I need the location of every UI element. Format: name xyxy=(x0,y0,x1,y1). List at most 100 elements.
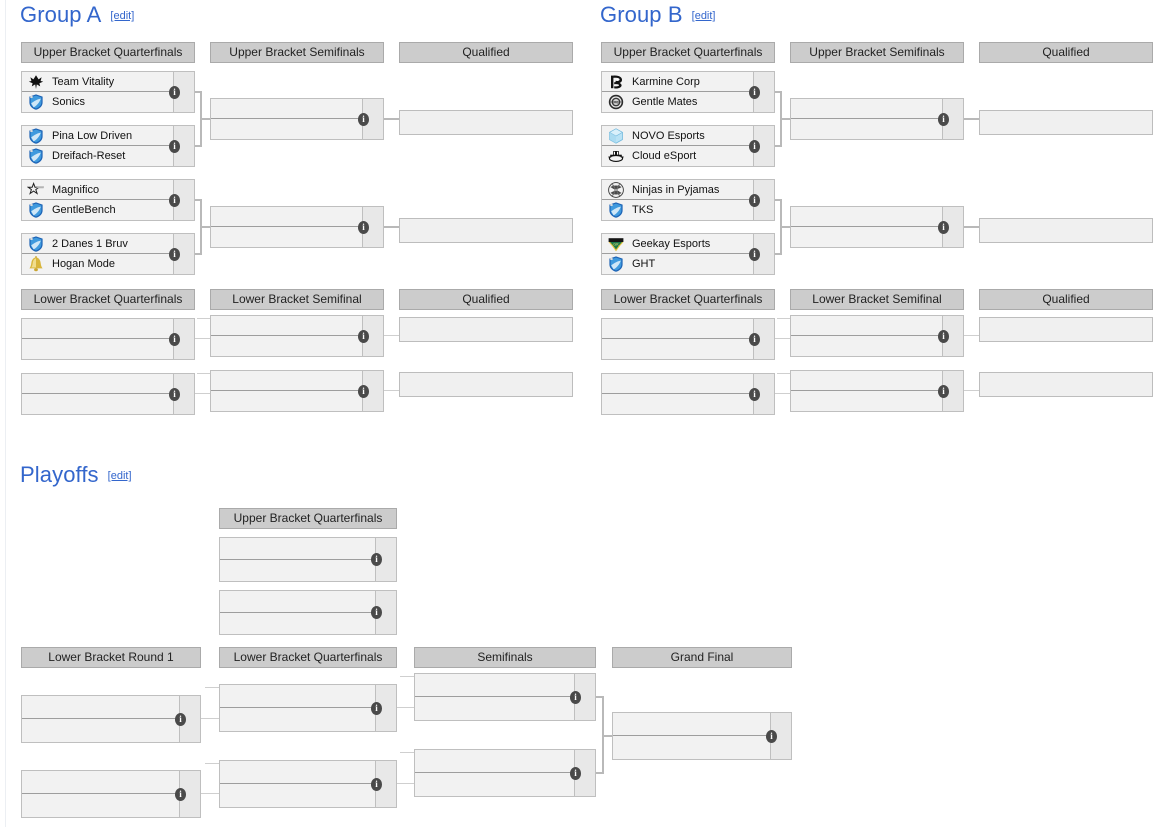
group-a-ub-qualified-header[interactable]: Qualified xyxy=(399,42,573,63)
group-b-ub-qualified-1[interactable] xyxy=(979,110,1153,135)
match-info-icon[interactable]: i xyxy=(570,766,581,780)
playoffs-lbqf-match-2[interactable] xyxy=(219,760,397,808)
match-info-icon[interactable]: i xyxy=(938,384,949,398)
group-a-lbsf-match-2[interactable] xyxy=(210,370,384,412)
match-info-icon[interactable]: i xyxy=(169,387,180,401)
empty-logo-slot xyxy=(24,794,48,817)
group-b-lb-qualified-2[interactable] xyxy=(979,372,1153,397)
match-info-icon[interactable]: i xyxy=(938,112,949,126)
playoffs-grandfinal-header[interactable]: Grand Final xyxy=(612,647,792,668)
group-a-ubsf-match-2[interactable] xyxy=(210,206,384,248)
match-info-icon[interactable]: i xyxy=(169,332,180,346)
match-info-icon[interactable]: i xyxy=(766,729,777,743)
match-info-icon[interactable]: i xyxy=(938,329,949,343)
playoffs-ubqf-match-2[interactable] xyxy=(219,590,397,635)
group-b-ub-qualified-2[interactable] xyxy=(979,218,1153,243)
match-info-icon[interactable]: i xyxy=(749,387,760,401)
group-a-ubqf-header[interactable]: Upper Bracket Quarterfinals xyxy=(21,42,195,63)
ice-cube-logo xyxy=(604,126,628,145)
match-info-icon[interactable]: i xyxy=(749,332,760,346)
group-a-ub-qualified-2[interactable] xyxy=(399,218,573,243)
connector-line xyxy=(775,338,790,339)
group-a-lb-qualified-2[interactable] xyxy=(399,372,573,397)
group-b-ubsf-header[interactable]: Upper Bracket Semifinals xyxy=(790,42,964,63)
match-info-icon[interactable]: i xyxy=(749,85,760,99)
match-info-icon[interactable]: i xyxy=(175,787,186,801)
match-info-icon[interactable]: i xyxy=(175,712,186,726)
playoffs-semifinal-match-1[interactable] xyxy=(414,673,596,721)
match-info-icon[interactable]: i xyxy=(169,193,180,207)
match-info-icon[interactable]: i xyxy=(371,777,382,791)
group-a-ubsf-header[interactable]: Upper Bracket Semifinals xyxy=(210,42,384,63)
playoffs-lbr1-header[interactable]: Lower Bracket Round 1 xyxy=(21,647,201,668)
playoffs-ubqf-header[interactable]: Upper Bracket Quarterfinals xyxy=(219,508,397,529)
group-a-lbsf-header[interactable]: Lower Bracket Semifinal xyxy=(210,289,384,310)
playoffs-lbqf-match-1[interactable] xyxy=(219,684,397,732)
playoffs-lbr1-match-1[interactable] xyxy=(21,695,201,743)
group-a-lb-qualified-header[interactable]: Qualified xyxy=(399,289,573,310)
group-a-ub-qualified-1[interactable] xyxy=(399,110,573,135)
match-info-icon[interactable]: i xyxy=(371,701,382,715)
match-info-icon[interactable]: i xyxy=(169,247,180,261)
match-info-icon[interactable]: i xyxy=(938,220,949,234)
empty-logo-slot xyxy=(793,371,817,390)
match-info-icon[interactable]: i xyxy=(169,85,180,99)
playoffs-ubqf-match-1[interactable] xyxy=(219,537,397,582)
group-b-ub-qualified-header[interactable]: Qualified xyxy=(979,42,1153,63)
match-info-icon[interactable]: i xyxy=(358,112,369,126)
group-b-lb-qualified-1[interactable] xyxy=(979,317,1153,342)
match-info-icon[interactable]: i xyxy=(358,220,369,234)
group-a-lbqf-match-2[interactable] xyxy=(21,373,195,415)
group-b-ubsf-match-2[interactable] xyxy=(790,206,964,248)
group-b-heading-edit-link[interactable]: [edit] xyxy=(691,10,716,22)
match-info-icon[interactable]: i xyxy=(371,553,382,566)
group-b-lb-qualified-header[interactable]: Qualified xyxy=(979,289,1153,310)
match-info-icon[interactable]: i xyxy=(358,329,369,343)
empty-logo-slot xyxy=(793,119,817,139)
match-info-icon[interactable]: i xyxy=(358,384,369,398)
group-b-lbqf-match-2[interactable] xyxy=(601,373,775,415)
group-a-lbsf-match-1[interactable] xyxy=(210,315,384,357)
match-info-icon[interactable]: i xyxy=(570,690,581,704)
match-row-top: Pina Low Driven xyxy=(22,126,194,146)
match-row-top xyxy=(211,316,383,336)
empty-logo-slot xyxy=(793,99,817,118)
group-a-ubsf-match-1[interactable] xyxy=(210,98,384,140)
playoffs-semifinals-header[interactable]: Semifinals xyxy=(414,647,596,668)
playoffs-lbqf-header[interactable]: Lower Bracket Quarterfinals xyxy=(219,647,397,668)
connector-line xyxy=(195,199,200,201)
connector-line xyxy=(777,373,790,374)
match-info-icon[interactable]: i xyxy=(749,139,760,153)
group-b-lbsf-header[interactable]: Lower Bracket Semifinal xyxy=(790,289,964,310)
empty-logo-slot xyxy=(213,99,237,118)
match-info-icon[interactable]: i xyxy=(371,606,382,619)
playoffs-semifinal-match-2[interactable] xyxy=(414,749,596,797)
match-info-icon[interactable]: i xyxy=(749,247,760,261)
group-a-lbqf-match-1[interactable] xyxy=(21,318,195,360)
group-b-lbsf-match-1[interactable] xyxy=(790,315,964,357)
match-info-icon[interactable]: i xyxy=(169,139,180,153)
empty-logo-slot xyxy=(793,227,817,247)
group-b-lbqf-header[interactable]: Lower Bracket Quarterfinals xyxy=(601,289,775,310)
playoffs-heading-edit-link[interactable]: [edit] xyxy=(107,470,132,482)
group-b-ubsf-match-1[interactable] xyxy=(790,98,964,140)
match-row-bottom xyxy=(613,736,791,759)
match-info-icon[interactable]: i xyxy=(749,193,760,207)
playoffs-lbr1-match-2[interactable] xyxy=(21,770,201,818)
playoffs-grandfinal-match[interactable] xyxy=(612,712,792,760)
group-b-ubqf-header[interactable]: Upper Bracket Quarterfinals xyxy=(601,42,775,63)
empty-logo-slot xyxy=(982,111,1006,134)
group-a-lbqf-header[interactable]: Lower Bracket Quarterfinals xyxy=(21,289,195,310)
group-a-heading-edit-link[interactable]: [edit] xyxy=(110,10,135,22)
group-b-lbqf-match-1[interactable] xyxy=(601,318,775,360)
connector-line xyxy=(596,696,602,698)
group-a-lb-qualified-1[interactable] xyxy=(399,317,573,342)
